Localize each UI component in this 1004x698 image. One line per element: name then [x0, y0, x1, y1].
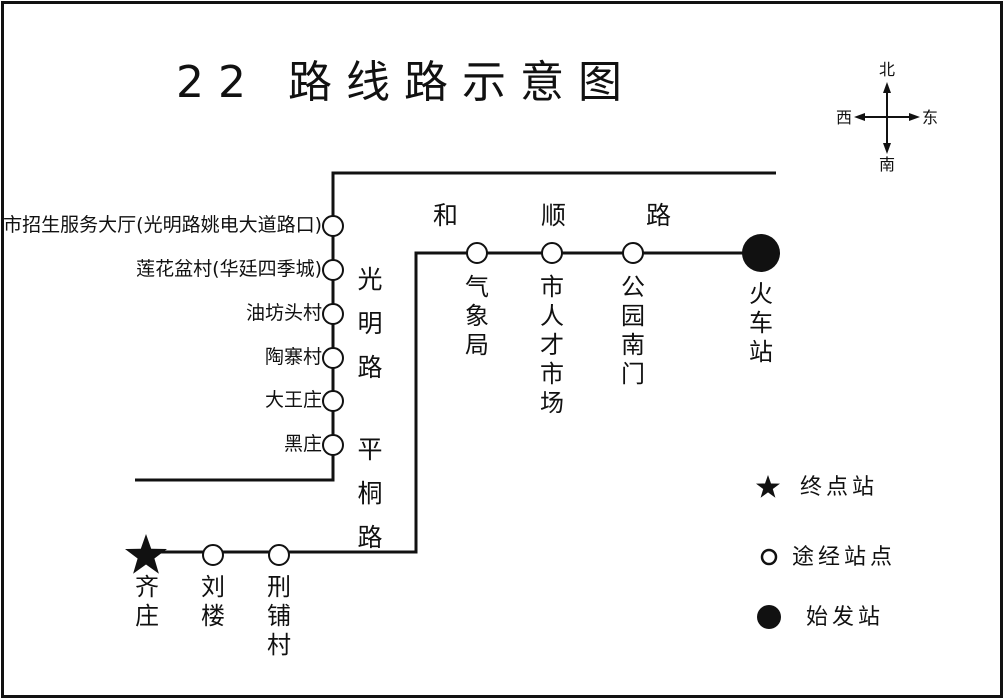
stop-label[interactable]: 市招生服务大厅(光明路姚电大道路口)	[3, 214, 322, 236]
stop-label[interactable]: 刑铺村	[267, 573, 291, 659]
stop-label[interactable]: 气象局	[465, 273, 489, 359]
road-boundary-line	[135, 171, 776, 482]
hollow-circle-icon[interactable]	[322, 390, 344, 412]
filled-circle-icon	[757, 605, 781, 629]
hollow-circle-icon[interactable]	[466, 242, 488, 264]
stop-label[interactable]: 火车站	[749, 280, 773, 366]
hollow-circle-icon[interactable]	[268, 544, 290, 566]
legend-label-via: 途经站点	[792, 545, 897, 570]
compass-south-label: 南	[879, 155, 896, 174]
hollow-circle-icon[interactable]	[322, 434, 344, 456]
road-name-guangming: 光 明 路	[357, 265, 383, 382]
hollow-circle-icon	[760, 548, 778, 566]
hollow-circle-icon[interactable]	[622, 242, 644, 264]
stop-label[interactable]: 莲花盆村(华廷四季城)	[136, 258, 322, 280]
stop-label[interactable]: 黑庄	[283, 433, 322, 455]
hollow-circle-icon[interactable]	[322, 215, 344, 237]
compass-west-label: 西	[836, 108, 853, 127]
hollow-circle-icon[interactable]	[322, 303, 344, 325]
stop-label[interactable]: 油坊头村	[245, 302, 322, 324]
road-name-heshun-2: 顺	[541, 201, 567, 230]
legend-label-start: 始发站	[806, 605, 885, 630]
hollow-circle-icon[interactable]	[541, 242, 563, 264]
star-icon[interactable]	[125, 534, 167, 574]
filled-circle-icon[interactable]	[742, 234, 780, 272]
route-line	[146, 251, 761, 554]
road-name-heshun-1: 和	[433, 201, 459, 230]
hollow-circle-icon[interactable]	[202, 544, 224, 566]
stop-label[interactable]: 大王庄	[264, 389, 322, 411]
stop-label[interactable]: 齐庄	[135, 573, 159, 630]
road-name-pingtong: 平 桐 路	[357, 435, 383, 552]
compass-north-label: 北	[879, 60, 896, 79]
stop-label[interactable]: 市人才市场	[540, 273, 564, 417]
stop-label[interactable]: 刘楼	[201, 573, 225, 630]
top-row-stops	[466, 242, 644, 264]
left-column-stops	[322, 215, 344, 456]
hollow-circle-icon[interactable]	[322, 347, 344, 369]
compass-icon	[854, 82, 920, 154]
stop-label[interactable]: 公园南门	[621, 273, 645, 388]
legend-label-terminal: 终点站	[800, 475, 879, 500]
compass-east-label: 东	[922, 108, 939, 127]
road-name-heshun-3: 路	[646, 201, 672, 230]
bottom-row-stops	[202, 544, 290, 566]
page-title: 22 路线路示意图	[176, 57, 636, 108]
hollow-circle-icon[interactable]	[322, 259, 344, 281]
star-icon	[756, 475, 780, 498]
stop-label[interactable]: 陶寨村	[264, 346, 322, 368]
